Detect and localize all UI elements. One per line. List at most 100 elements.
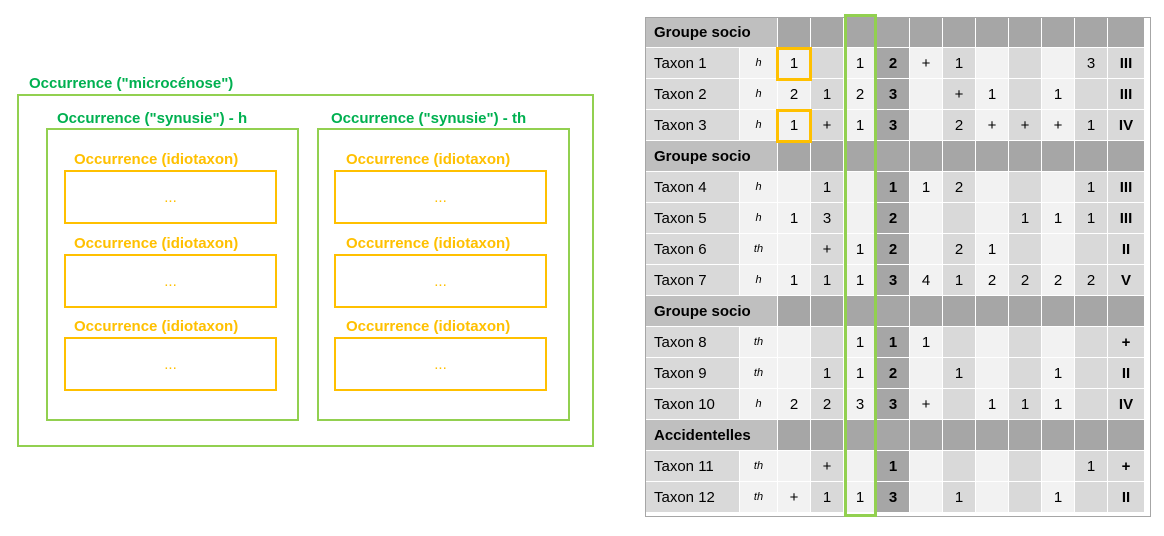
synusie-th-label: Occurrence ("synusie") - th	[331, 110, 527, 127]
group-header-cell	[877, 17, 910, 48]
taxon-name: Taxon 1	[645, 48, 740, 79]
abundance-cell: 1	[811, 358, 844, 389]
abundance-cell: 1	[844, 265, 877, 296]
abundance-cell	[811, 48, 844, 79]
abundance-cell	[1009, 358, 1042, 389]
taxon-name: Taxon 8	[645, 327, 740, 358]
idiotaxon-label: Occurrence (idiotaxon)	[346, 235, 511, 252]
group-header-cell	[943, 141, 976, 172]
frequency-class: II	[1108, 234, 1145, 265]
group-header-cell	[778, 17, 811, 48]
abundance-cell: 2	[1009, 265, 1042, 296]
abundance-cell	[1075, 482, 1108, 513]
abundance-cell: 3	[877, 482, 910, 513]
abundance-cell: 2	[943, 110, 976, 141]
abundance-cell	[976, 327, 1009, 358]
abundance-cell	[1042, 234, 1075, 265]
abundance-cell	[778, 358, 811, 389]
group-header-cell	[1108, 141, 1145, 172]
abundance-cell: 2	[877, 203, 910, 234]
group-header-cell	[1009, 296, 1042, 327]
group-header-row: Accidentelles	[645, 420, 1145, 451]
group-header-cell	[1108, 17, 1145, 48]
abundance-cell	[1009, 482, 1042, 513]
group-header-cell	[910, 420, 943, 451]
group-header-cell	[844, 420, 877, 451]
frequency-class: III	[1108, 79, 1145, 110]
frequency-class: III	[1108, 203, 1145, 234]
abundance-cell: 1	[1075, 172, 1108, 203]
abundance-cell	[1042, 48, 1075, 79]
abundance-cell	[1042, 327, 1075, 358]
abundance-cell: 1	[1042, 482, 1075, 513]
abundance-cell	[1075, 79, 1108, 110]
taxon-name: Taxon 10	[645, 389, 740, 420]
idiotaxon-box: ...	[334, 337, 547, 391]
group-header-cell	[778, 141, 811, 172]
abundance-cell: +	[811, 110, 844, 141]
abundance-cell: 1	[778, 265, 811, 296]
group-header-row: Groupe socio	[645, 141, 1145, 172]
group-label: Groupe socio	[645, 296, 778, 327]
life-form: th	[740, 234, 778, 265]
taxon-name: Taxon 12	[645, 482, 740, 513]
group-header-cell	[1075, 420, 1108, 451]
life-form: h	[740, 48, 778, 79]
group-header-cell	[1009, 17, 1042, 48]
group-header-cell	[976, 17, 1009, 48]
abundance-cell	[778, 234, 811, 265]
abundance-cell	[976, 203, 1009, 234]
abundance-cell	[1075, 234, 1108, 265]
abundance-cell: +	[778, 482, 811, 513]
abundance-cell: 1	[811, 265, 844, 296]
group-header-cell	[910, 296, 943, 327]
taxon-name: Taxon 11	[645, 451, 740, 482]
abundance-cell: 1	[844, 358, 877, 389]
abundance-cell: 1	[877, 451, 910, 482]
abundance-cell: 2	[778, 389, 811, 420]
group-header-cell	[1042, 17, 1075, 48]
group-header-cell	[943, 17, 976, 48]
group-header-cell	[844, 17, 877, 48]
abundance-cell	[943, 203, 976, 234]
idiotaxon-label: Occurrence (idiotaxon)	[346, 151, 511, 168]
abundance-cell: 1	[910, 172, 943, 203]
abundance-cell: 1	[943, 358, 976, 389]
group-header-cell	[943, 296, 976, 327]
abundance-cell	[778, 172, 811, 203]
abundance-cell: 1	[910, 327, 943, 358]
abundance-cell: 1	[844, 234, 877, 265]
abundance-cell: 2	[943, 172, 976, 203]
group-header-cell	[844, 296, 877, 327]
group-header-cell	[1075, 17, 1108, 48]
abundance-cell: 1	[1042, 358, 1075, 389]
abundance-cell	[910, 451, 943, 482]
abundance-cell: 1	[778, 110, 811, 141]
taxon-name: Taxon 7	[645, 265, 740, 296]
abundance-cell: 3	[1075, 48, 1108, 79]
abundance-cell: 2	[877, 358, 910, 389]
abundance-cell: 1	[1042, 203, 1075, 234]
abundance-cell: 1	[844, 48, 877, 79]
life-form: h	[740, 203, 778, 234]
frequency-class: IV	[1108, 389, 1145, 420]
abundance-cell	[976, 451, 1009, 482]
group-header-cell	[1075, 296, 1108, 327]
abundance-cell: 1	[943, 48, 976, 79]
abundance-cell	[910, 110, 943, 141]
abundance-cell	[976, 48, 1009, 79]
group-header-cell	[811, 141, 844, 172]
abundance-cell: 1	[811, 79, 844, 110]
taxon-name: Taxon 6	[645, 234, 740, 265]
group-header-cell	[976, 141, 1009, 172]
abundance-cell: +	[811, 234, 844, 265]
abundance-cell: 1	[877, 172, 910, 203]
idiotaxon-box: ...	[64, 170, 277, 224]
abundance-cell: 3	[811, 203, 844, 234]
group-header-cell	[778, 420, 811, 451]
